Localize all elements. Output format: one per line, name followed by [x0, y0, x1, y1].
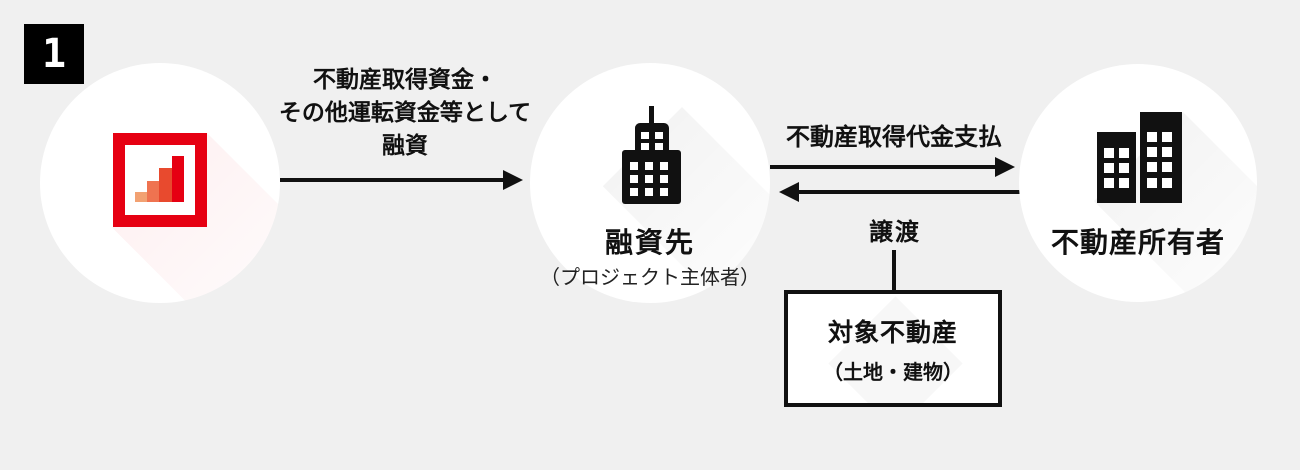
borrower-sublabel: （プロジェクト主体者） [540, 267, 760, 289]
transfer-flow-label: 譲渡 [869, 219, 921, 246]
logo-bar-1 [135, 192, 147, 202]
payment-arrow-right [770, 157, 1015, 177]
arrow-head-left-icon [779, 182, 799, 202]
borrower-label: 融資先 [604, 227, 695, 258]
arrow-head-right-icon [995, 157, 1015, 177]
logo-bar-2 [147, 181, 159, 202]
transfer-arrow-left [779, 182, 1022, 202]
borrower-node [530, 63, 770, 303]
payment-flow-label: 不動産取得代金支払 [786, 124, 1002, 151]
logo-bar-4 [172, 156, 184, 202]
property-box: 対象不動産 （土地・建物） [784, 290, 1002, 407]
arrow-head-right-icon [503, 170, 523, 190]
loan-flow-label-line1: 不動産取得資金・ [313, 66, 497, 92]
property-box-title: 対象不動産 [827, 318, 958, 347]
owner-node [1019, 64, 1257, 302]
loan-flow-label-line3: 融資 [382, 132, 428, 158]
loan-flow-label: 不動産取得資金・ その他運転資金等として 融資 [255, 63, 555, 162]
property-box-subtitle: （土地・建物） [823, 361, 963, 384]
transfer-connector-line [892, 250, 896, 292]
step-number-badge: 1 [24, 24, 84, 84]
arrow-shaft [770, 165, 999, 169]
bar-chart-logo-icon [113, 133, 207, 227]
arrow-shaft [280, 178, 507, 182]
loan-flow-label-line2: その他運転資金等として [278, 99, 532, 125]
two-buildings-icon [1097, 112, 1182, 203]
office-building-icon [622, 106, 681, 204]
lender-node [40, 63, 280, 303]
arrow-shaft [795, 190, 1022, 194]
logo-bar-3 [159, 168, 172, 202]
loan-arrow-right [280, 170, 523, 190]
owner-label: 不動産所有者 [1050, 227, 1225, 258]
